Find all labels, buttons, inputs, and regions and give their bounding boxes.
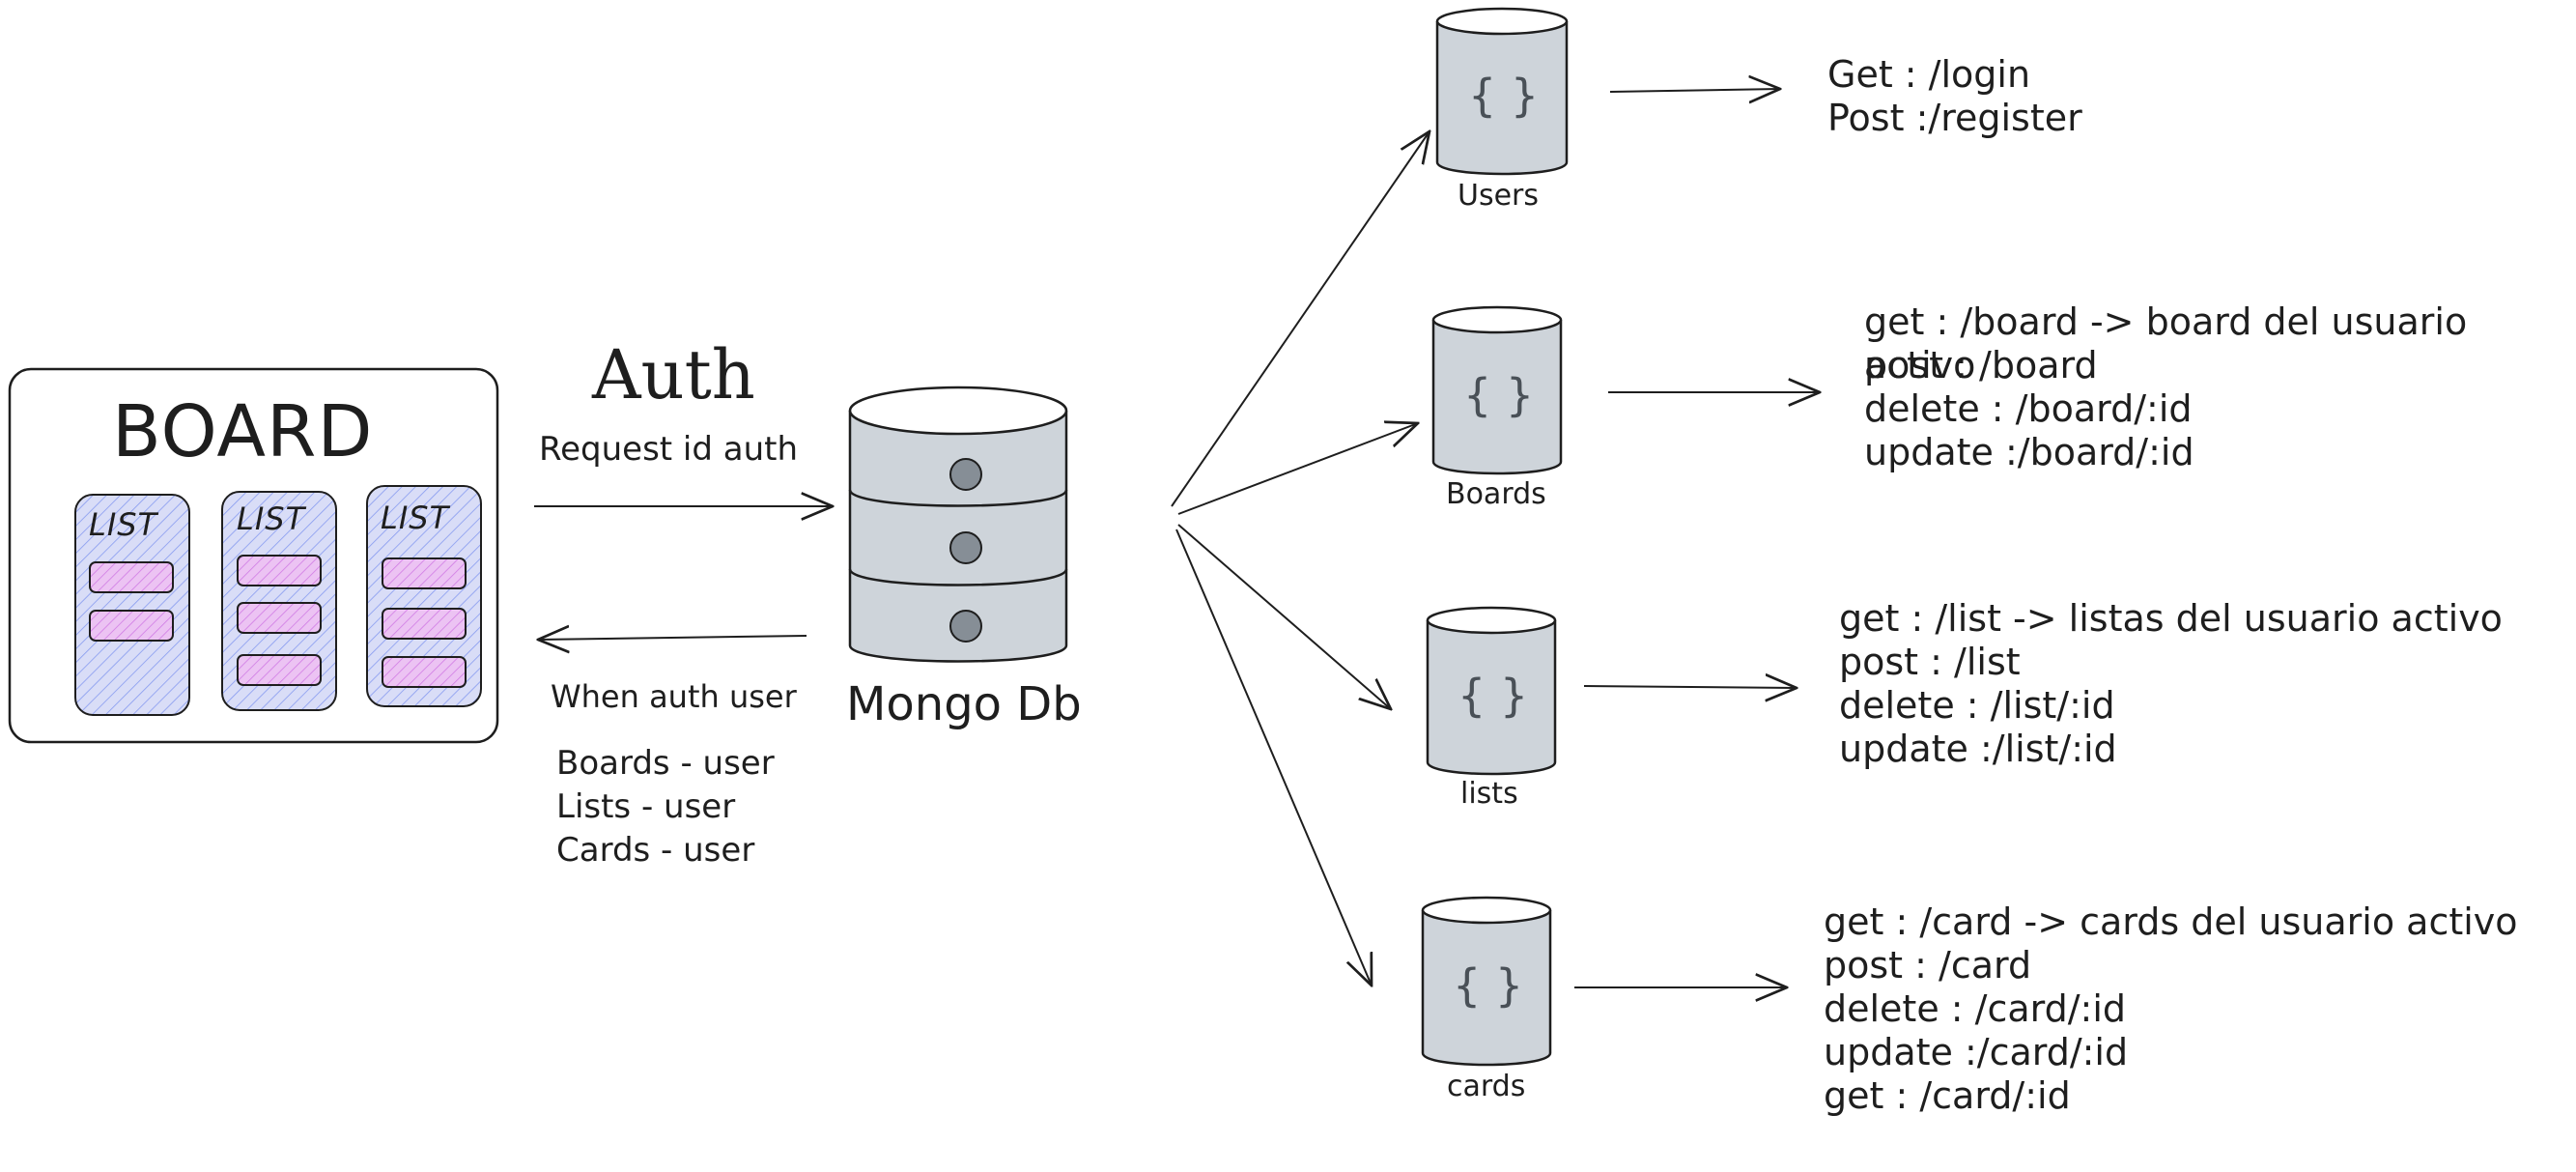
list-label-3: LIST — [381, 500, 450, 536]
json-braces-icon: { } — [1463, 369, 1535, 421]
card-item — [382, 557, 467, 589]
endpoint-line: update :/list/:id — [1839, 728, 2117, 770]
json-braces-icon: { } — [1468, 70, 1540, 122]
arrow-to-lists — [1177, 524, 1391, 709]
request-label: Request id auth — [539, 430, 799, 469]
users-collection-label: Users — [1458, 179, 1540, 213]
json-braces-icon: { } — [1453, 959, 1524, 1012]
db-indicator-dot — [949, 610, 982, 643]
cards-collection-cylinder — [1421, 896, 1552, 1067]
endpoint-line: get : /card -> cards del usuario activo — [1824, 900, 2518, 943]
db-indicator-dot — [949, 531, 982, 564]
auth-return-boards: Boards - user — [556, 744, 775, 783]
auth-title: Auth — [592, 335, 755, 414]
endpoint-line: Post :/register — [1827, 97, 2082, 139]
card-item — [89, 561, 174, 593]
endpoint-line: delete : /card/:id — [1824, 987, 2127, 1030]
board-list-1 — [74, 494, 190, 716]
endpoint-line: post : /board — [1864, 344, 2098, 386]
card-item — [89, 610, 174, 642]
json-braces-icon: { } — [1458, 670, 1529, 722]
arrow-to-boards — [1177, 423, 1418, 515]
users-collection-cylinder — [1435, 7, 1569, 176]
list-label-2: LIST — [237, 500, 306, 537]
board-title: BOARD — [112, 390, 374, 473]
board-list-3 — [366, 485, 482, 707]
endpoint-line: Get : /login — [1827, 53, 2031, 96]
lists-collection-cylinder — [1426, 606, 1557, 776]
response-arrow — [538, 636, 807, 640]
card-item — [237, 555, 322, 586]
cards-collection-label: cards — [1447, 1070, 1526, 1103]
endpoint-line: delete : /list/:id — [1839, 684, 2115, 727]
auth-return-lists: Lists - user — [556, 787, 736, 826]
db-indicator-dot — [949, 458, 982, 491]
card-item — [237, 654, 322, 686]
boards-collection-label: Boards — [1446, 477, 1546, 511]
endpoint-line: post : /card — [1824, 944, 2032, 986]
arrow-users-endpoints — [1609, 89, 1780, 92]
lists-endpoints: get : /list -> listas del usuario activo… — [1839, 597, 2503, 771]
list-label-1: LIST — [89, 506, 158, 543]
mongodb-cylinder — [848, 386, 1068, 663]
cards-endpoints: get : /card -> cards del usuario activo … — [1824, 900, 2518, 1118]
card-item — [237, 602, 322, 634]
boards-endpoints: get : /board -> board del usuario activo… — [1864, 300, 2576, 474]
arrow-to-users — [1171, 131, 1430, 507]
endpoint-line: get : /card/:id — [1824, 1074, 2071, 1117]
card-item — [382, 608, 467, 640]
users-endpoints: Get : /login Post :/register — [1827, 53, 2082, 140]
arrow-lists-endpoints — [1583, 686, 1797, 688]
endpoint-line: update :/board/:id — [1864, 431, 2194, 473]
endpoint-line: update :/card/:id — [1824, 1031, 2129, 1073]
boards-collection-cylinder — [1431, 305, 1563, 475]
arrow-to-cards — [1175, 529, 1372, 986]
endpoint-line: get : /board -> board del usuario activo — [1864, 300, 2468, 386]
auth-return-cards: Cards - user — [556, 831, 755, 870]
lists-collection-label: lists — [1460, 777, 1518, 811]
endpoint-line: get : /list -> listas del usuario activo — [1839, 597, 2503, 640]
board-list-2 — [221, 491, 337, 711]
card-item — [382, 656, 467, 688]
mongodb-label: Mongo Db — [846, 677, 1082, 731]
endpoint-line: post : /list — [1839, 641, 2021, 683]
endpoint-line: delete : /board/:id — [1864, 387, 2193, 430]
board-frame — [8, 367, 499, 744]
response-label: When auth user — [551, 678, 797, 715]
